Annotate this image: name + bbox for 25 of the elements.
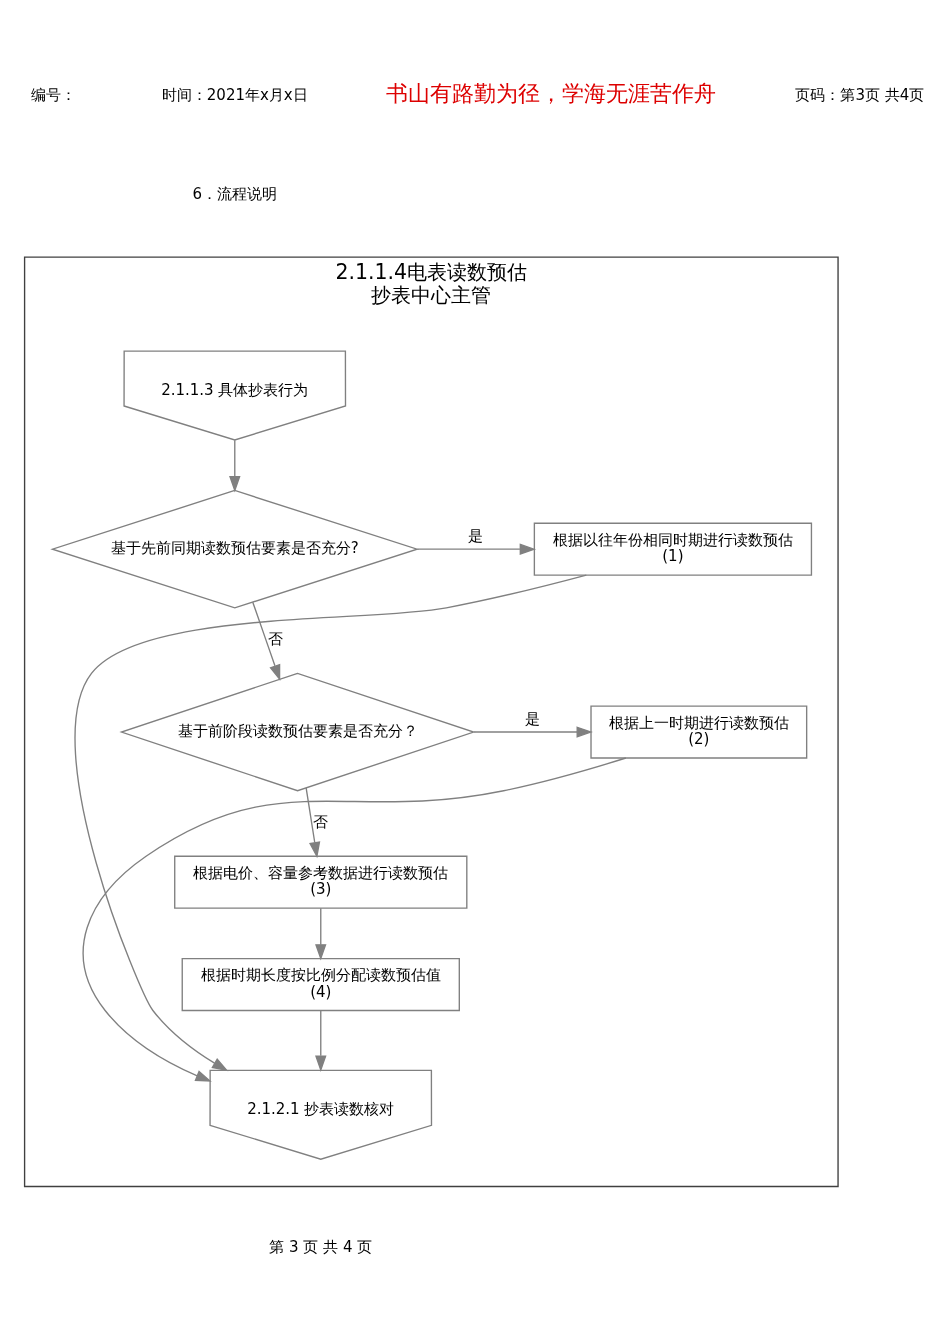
node-box: 根据以往年份相同时期进行读数预估 (1) bbox=[533, 522, 813, 576]
node-box: 根据上一时期进行读数预估 (2) bbox=[590, 705, 808, 759]
edge-label: 否 bbox=[313, 813, 329, 832]
label: 页码：第3页 共4页 bbox=[795, 85, 925, 104]
label: 编号： bbox=[30, 85, 76, 104]
label: 书山有路勤为径，学海无涯苦作舟 bbox=[386, 81, 717, 107]
label: 第 3 页 共 4 页 bbox=[269, 1237, 373, 1256]
arrow bbox=[315, 907, 327, 961]
label: 时间：2021年x月x日 bbox=[161, 85, 308, 104]
node-diamond: 基于前阶段读数预估要素是否充分？ bbox=[119, 672, 476, 792]
arrow bbox=[315, 1010, 327, 1072]
arrow bbox=[74, 574, 587, 1072]
edge-label: 是 bbox=[525, 709, 540, 728]
node-box: 根据电价、容量参考数据进行读数预估 (3) bbox=[174, 855, 468, 909]
node-diamond: 基于先前同期读数预估要素是否充分? bbox=[50, 489, 420, 609]
arrow bbox=[305, 787, 321, 859]
arrow bbox=[416, 543, 536, 555]
arrow bbox=[252, 601, 281, 681]
label: 6．流程说明 bbox=[192, 185, 278, 204]
edge-label: 是 bbox=[468, 526, 484, 545]
arrow bbox=[473, 726, 593, 738]
arrow bbox=[229, 439, 241, 493]
node-box: 根据时期长度按比例分配读数预估值 (4) bbox=[181, 957, 460, 1012]
edge-label: 否 bbox=[268, 630, 284, 649]
arrow bbox=[82, 757, 627, 1082]
